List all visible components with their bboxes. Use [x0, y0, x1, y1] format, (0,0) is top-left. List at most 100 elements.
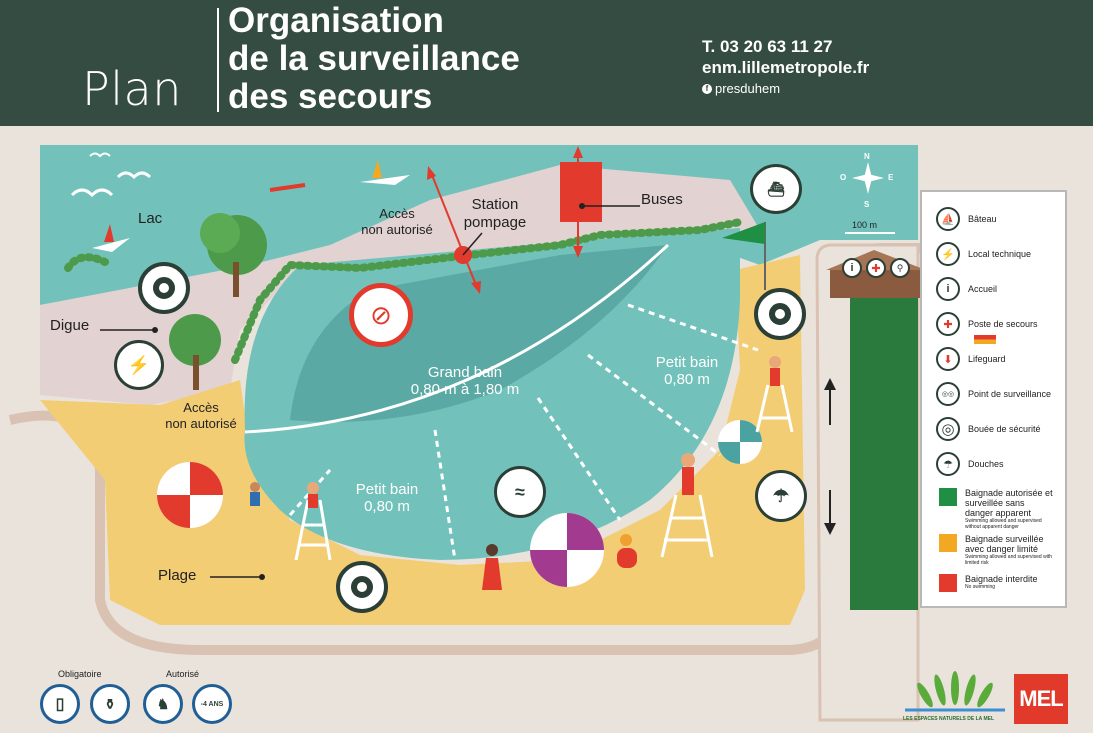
green-lawn — [850, 290, 918, 610]
info-icon: i — [936, 277, 960, 301]
umbrella-segment — [718, 442, 740, 464]
legend-label: Bouée de sécurité — [968, 424, 1041, 434]
website-link[interactable]: enm.lillemetropole.fr — [702, 58, 870, 77]
partner-logo-leaves — [917, 671, 993, 708]
buses-label: Buses — [641, 191, 683, 208]
tree-trunk — [233, 262, 239, 297]
dashed-line — [627, 303, 759, 352]
toilets-icon: ⚲ — [890, 258, 910, 278]
legend-item: ◎◎ Point de surveillance — [936, 382, 1051, 406]
tree — [200, 213, 240, 253]
mel-logo: MEL — [1014, 674, 1068, 724]
lifeguard-person — [308, 494, 318, 508]
legend-item: ✚ Poste de secours — [936, 312, 1038, 336]
legend-item: ⛵ Bâteau — [936, 207, 997, 231]
lifeguard-person — [770, 368, 780, 386]
beach-person — [250, 492, 260, 506]
arrow-head — [573, 146, 583, 158]
title-line-3: des secours — [228, 77, 433, 116]
windsurf-sail — [372, 160, 382, 178]
lifeguard-person — [307, 482, 319, 494]
compass-rose — [852, 162, 884, 194]
bird — [89, 152, 111, 158]
title-line-1: Organisation — [228, 1, 444, 40]
legend-label: Point de surveillance — [968, 389, 1052, 399]
kids-bike-icon: -4 ANS — [192, 684, 232, 724]
boat-icon: ⛴ — [750, 164, 802, 214]
island-shrubs — [64, 253, 109, 272]
mandatory-title: Obligatoire — [58, 669, 102, 679]
zone-sub: Swimming allowed and supervised without … — [965, 518, 1042, 530]
legend-zone-limited: Baignade surveillée avec danger limité S… — [936, 534, 1055, 566]
boat-icon: ⛵ — [936, 207, 960, 231]
dashed-line — [536, 397, 622, 521]
arrow-head — [427, 166, 436, 180]
green-swatch — [939, 488, 957, 506]
phone-number: T. 03 20 63 11 27 — [702, 37, 833, 56]
legend-item: i Accueil — [936, 277, 997, 301]
umbrella-segment — [157, 495, 190, 528]
lifeguard-chair — [294, 499, 332, 561]
lifeguard-chair — [660, 494, 714, 558]
zone-sub: No swimming — [965, 584, 996, 590]
legend-label: Baignade autorisée et surveillée sans da… — [965, 488, 1055, 530]
arrow-head — [824, 523, 836, 535]
lifeguard-person — [682, 467, 694, 495]
bird — [116, 171, 152, 180]
header-divider — [217, 8, 219, 112]
legend-panel: ⛵ Bâteau ⚡ Local technique i Accueil ✚ P… — [920, 190, 1067, 608]
contact-block: T. 03 20 63 11 27 enm.lillemetropole.fr … — [702, 36, 869, 99]
legend-zone-forbidden: Baignade interdite No swimming — [936, 574, 1055, 592]
zone-sub: Swimming allowed and supervised with lim… — [965, 554, 1052, 566]
compass-o: O — [840, 173, 847, 182]
legend-label: Lifeguard — [968, 354, 1006, 364]
pumping-station-label: Station pompage — [463, 196, 527, 231]
binoculars-icon: ◎◎ — [936, 382, 960, 406]
allowed-title: Autorisé — [166, 669, 200, 679]
grand-bain-boundary — [244, 243, 670, 434]
no-swimming-icon: ⊘ — [349, 283, 413, 347]
restricted-access-label: Accès non autorisé — [361, 206, 433, 237]
legend-label: Baignade surveillée avec danger limité S… — [965, 534, 1055, 566]
legend-zone-safe: Baignade autorisée et surveillée sans da… — [936, 488, 1055, 530]
dog-icon: ♞ — [143, 684, 183, 724]
lifeguard-chair — [755, 384, 794, 433]
legend-item: ☂ Douches — [936, 452, 1004, 476]
station-pointer — [462, 232, 483, 256]
compass-e: E — [888, 173, 894, 182]
lightning-icon: ⚡ — [114, 340, 164, 390]
windsurfer — [360, 175, 410, 185]
beach-person — [250, 482, 260, 492]
lake-label: Lac — [138, 210, 163, 227]
lifebuoy-icon — [754, 288, 806, 340]
flag-swatch — [974, 335, 996, 344]
lifeguard-icon: ⬇ — [936, 347, 960, 371]
lifeguard-person — [681, 453, 695, 467]
pointer-dot — [259, 574, 265, 580]
info-icon: i — [842, 258, 862, 278]
title-line-2: de la surveillance — [228, 39, 520, 78]
umbrella-segment — [530, 550, 567, 587]
plage-label: Plage — [158, 567, 197, 584]
legend-label: Bâteau — [968, 214, 997, 224]
pointer-dot — [152, 327, 158, 333]
beach-person — [617, 548, 637, 568]
petit-bain-right-label: Petit bain 0,80 m — [655, 354, 719, 388]
legend-label: Poste de secours — [968, 319, 1038, 329]
legend-item: ⚡ Local technique — [936, 242, 1031, 266]
sailboat — [92, 238, 130, 252]
dashed-line — [587, 353, 721, 457]
lifeguard-person — [769, 356, 781, 368]
legend-label: Douches — [968, 459, 1004, 469]
petit-bain-left-label: Petit bain 0,80 m — [355, 481, 419, 515]
lifebuoy-icon — [138, 262, 190, 314]
legend-label: Baignade interdite No swimming — [965, 574, 1055, 590]
lifebuoy-icon — [336, 561, 388, 613]
umbrella-segment — [190, 462, 223, 495]
facebook-link[interactable]: f presduhem — [702, 78, 869, 99]
pointer-dot — [579, 203, 585, 209]
arrow-head — [471, 281, 481, 294]
facebook-handle: presduhem — [715, 81, 781, 96]
scale-label: 100 m — [852, 220, 878, 230]
beach-person — [482, 558, 502, 590]
